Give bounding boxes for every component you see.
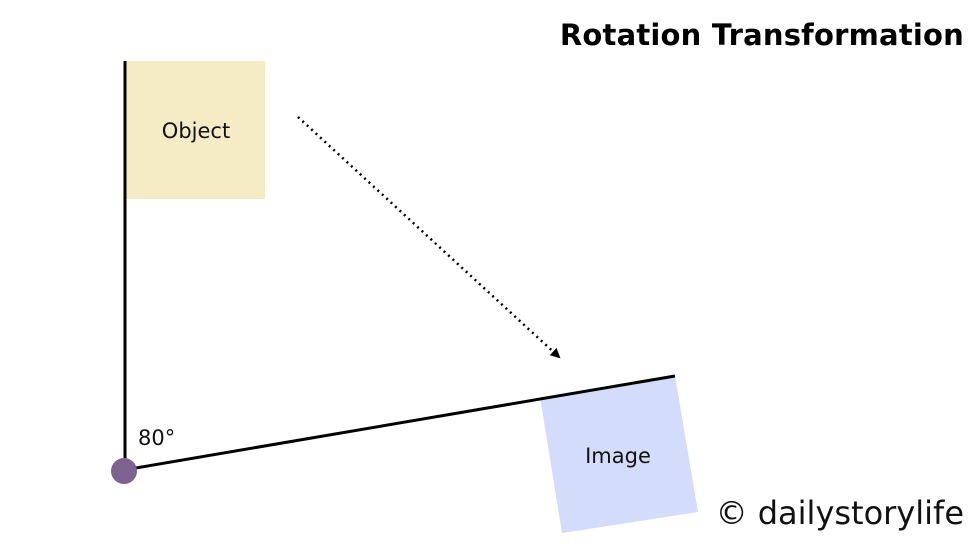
object-label: Object [162,119,230,143]
title: Rotation Transformation [559,18,964,52]
copyright-text: © dailystorylife [715,494,964,532]
angle-label: 80° [138,426,175,450]
image-square [540,376,698,533]
rotation-arrow [297,116,561,359]
object-square [126,61,265,199]
rotated-ray [123,374,676,472]
image-label: Image [585,444,651,468]
pivot-point [111,458,137,484]
